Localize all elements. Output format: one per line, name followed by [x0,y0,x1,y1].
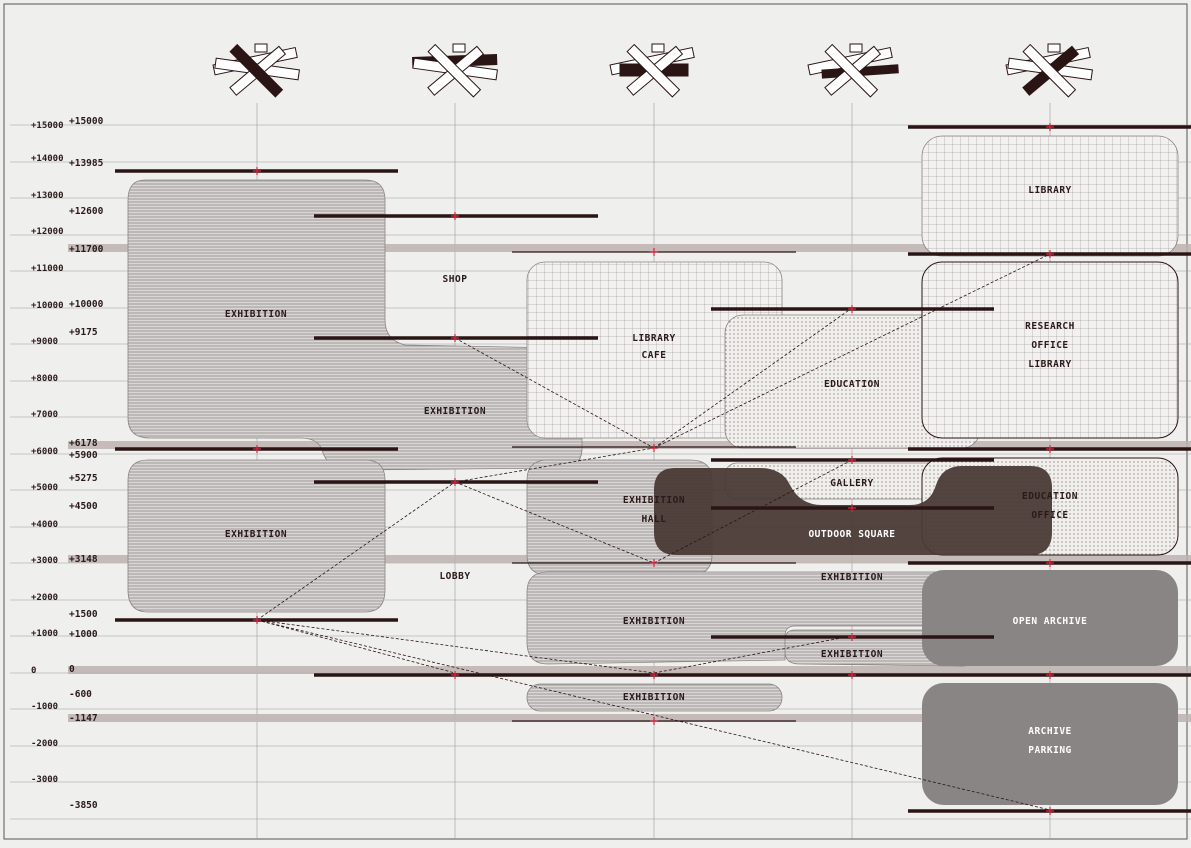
scale-label: +11000 [31,264,64,274]
scale-label: +2000 [31,593,58,603]
level-label: +1500 [69,609,98,620]
label-exhibition-hall-1: EXHIBITION [623,495,685,506]
label-education: EDUCATION [824,379,880,390]
zone-exhibition-lower-left [127,459,386,613]
label-open-archive: OPEN ARCHIVE [1013,616,1088,627]
node-markers [253,123,1054,815]
label-lobby: LOBBY [439,571,470,582]
zone-outdoor-square [654,466,1052,555]
scale-label: 0 [31,666,36,676]
level-label: +5900 [69,450,98,461]
level-label: +9175 [69,327,98,338]
label-research-3: LIBRARY [1028,359,1072,370]
level-label: +12600 [69,206,104,217]
circulation-lines [256,253,1051,811]
tower-icon-1 [212,43,300,98]
label-education-office-2: OFFICE [1031,510,1068,521]
scale-label: +12000 [31,227,64,237]
scale-label: +8000 [31,374,58,384]
level-label: +1000 [69,629,98,640]
level-label: +11700 [69,244,104,255]
scale-label: -1000 [31,702,58,712]
label-exhibition-right: EXHIBITION [821,572,883,583]
scale-label: +5000 [31,483,58,493]
level-label: -1147 [69,713,98,724]
zone-exhibition-basement [526,683,783,712]
label-exhibition-lower-left: EXHIBITION [225,529,287,540]
level-label: +13985 [69,158,104,169]
level-label: 0 [69,664,75,675]
label-research-1: RESEARCH [1025,321,1075,332]
zone-archive-parking [922,683,1178,805]
scale-label: +7000 [31,410,58,420]
label-exhibition-mid: EXHIBITION [623,616,685,627]
scale-label: +13000 [31,191,64,201]
scale-label: -3000 [31,775,58,785]
level-label: +6178 [69,438,98,449]
scale-label: +15000 [31,121,64,131]
zone-exhibition-mid [526,571,981,667]
label-library-cafe-1: LIBRARY [632,333,676,344]
level-label: +15000 [69,116,104,127]
label-outdoor-square: OUTDOOR SQUARE [808,529,895,540]
zone-labels: EXHIBITION EXHIBITION EXHIBITION SHOP LO… [225,185,1087,756]
axis-scale: +15000 +14000 +13000 +12000 +11000 +1000… [31,121,64,785]
zone-research-office-library [921,261,1179,439]
scale-label: +3000 [31,556,58,566]
level-label: -3850 [69,800,98,811]
tower-icon-2 [412,43,498,98]
zone-library [921,135,1179,257]
tower-icon-3 [609,43,695,98]
level-labels: +15000 +13985 +12600 +11700 +10000 +9175… [69,116,104,811]
label-education-office-1: EDUCATION [1022,491,1078,502]
level-label: +5275 [69,473,98,484]
scale-label: -2000 [31,739,58,749]
level-label: -600 [69,689,92,700]
scale-label: +4000 [31,520,58,530]
level-label: +3148 [69,554,98,565]
label-gallery: GALLERY [830,478,874,489]
level-label: +10000 [69,299,104,310]
label-research-2: OFFICE [1031,340,1068,351]
scale-label: +1000 [31,629,58,639]
scale-label: +10000 [31,301,64,311]
label-archive-parking-2: PARKING [1028,745,1072,756]
label-library: LIBRARY [1028,185,1072,196]
tower-icon-4 [807,43,899,98]
level-label: +4500 [69,501,98,512]
scale-label: +6000 [31,447,58,457]
label-exhibition-right-low: EXHIBITION [821,649,883,660]
label-exhibition-upper: EXHIBITION [225,309,287,320]
zone-open-archive [922,570,1178,666]
tower-icon-5 [1005,43,1093,98]
label-archive-parking-1: ARCHIVE [1028,726,1072,737]
label-exhibition-basement: EXHIBITION [623,692,685,703]
scale-label: +14000 [31,154,64,164]
label-exhibition-hall-2: HALL [642,514,667,525]
label-shop: SHOP [443,274,468,285]
scale-label: +9000 [31,337,58,347]
label-exhibition-middle: EXHIBITION [424,406,486,417]
label-library-cafe-2: CAFE [642,350,667,361]
